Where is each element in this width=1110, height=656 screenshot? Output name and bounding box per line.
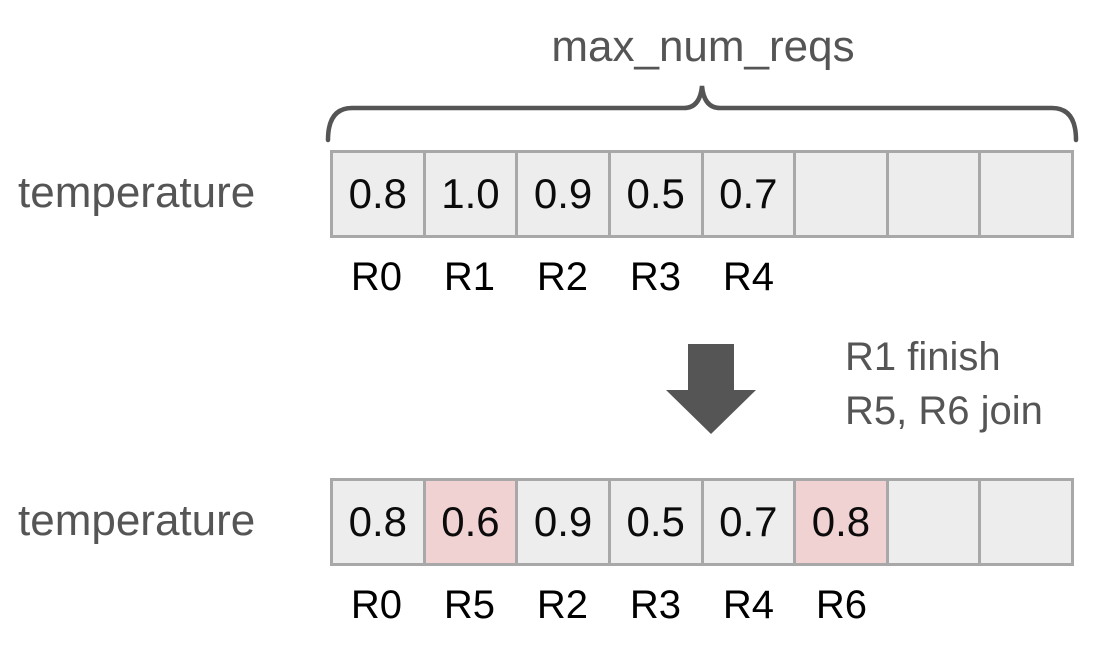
table-cell <box>981 481 1071 563</box>
transition-note-line-2: R5, R6 join <box>845 389 1043 433</box>
row-label-temperature-before: temperature <box>18 168 256 217</box>
curly-brace-icon <box>325 85 1079 143</box>
table-cell <box>796 153 889 235</box>
request-id-label <box>981 580 1074 630</box>
table-cell <box>888 481 982 563</box>
table-cell: 0.9 <box>518 481 611 563</box>
table-cell: 1.0 <box>425 153 519 235</box>
table-cell-highlighted: 0.6 <box>425 481 519 563</box>
request-id-label: R1 <box>443 255 496 299</box>
request-id-label <box>888 252 981 302</box>
request-id-label <box>795 252 888 302</box>
request-id-label: R3 <box>629 255 682 299</box>
table-cell: 0.7 <box>703 481 797 563</box>
table-cell: 0.5 <box>610 481 704 563</box>
request-id-row-after: R0 R5 R2 R3 R4 R6 <box>330 580 1074 630</box>
row-label-temperature-after: temperature <box>18 496 256 545</box>
table-cell: 0.9 <box>518 153 611 235</box>
table-cell: 0.8 <box>333 481 426 563</box>
request-id-label <box>981 252 1074 302</box>
request-id-label: R3 <box>629 583 682 627</box>
request-id-label <box>888 580 981 630</box>
request-id-label: R6 <box>815 583 868 627</box>
table-cell-highlighted: 0.8 <box>796 481 889 563</box>
request-id-label: R0 <box>350 583 403 627</box>
temperature-buffer-after: 0.8 0.6 0.9 0.5 0.7 0.8 <box>330 478 1074 566</box>
table-cell: 0.5 <box>610 153 704 235</box>
request-id-label: R4 <box>722 255 775 299</box>
max-num-reqs-label: max_num_reqs <box>551 22 855 71</box>
temperature-buffer-before: 0.8 1.0 0.9 0.5 0.7 <box>330 150 1074 238</box>
transition-note: R1 finish R5, R6 join <box>845 330 1043 438</box>
table-cell: 0.7 <box>703 153 797 235</box>
request-id-label: R2 <box>536 583 589 627</box>
transition-note-line-1: R1 finish <box>845 335 1001 379</box>
request-id-label: R0 <box>350 255 403 299</box>
arrow-down-icon <box>666 344 756 434</box>
request-id-label: R4 <box>722 583 775 627</box>
table-cell <box>888 153 982 235</box>
request-id-label: R5 <box>443 583 496 627</box>
request-id-row-before: R0 R1 R2 R3 R4 <box>330 252 1074 302</box>
table-cell: 0.8 <box>333 153 426 235</box>
table-cell <box>981 153 1071 235</box>
request-id-label: R2 <box>536 255 589 299</box>
